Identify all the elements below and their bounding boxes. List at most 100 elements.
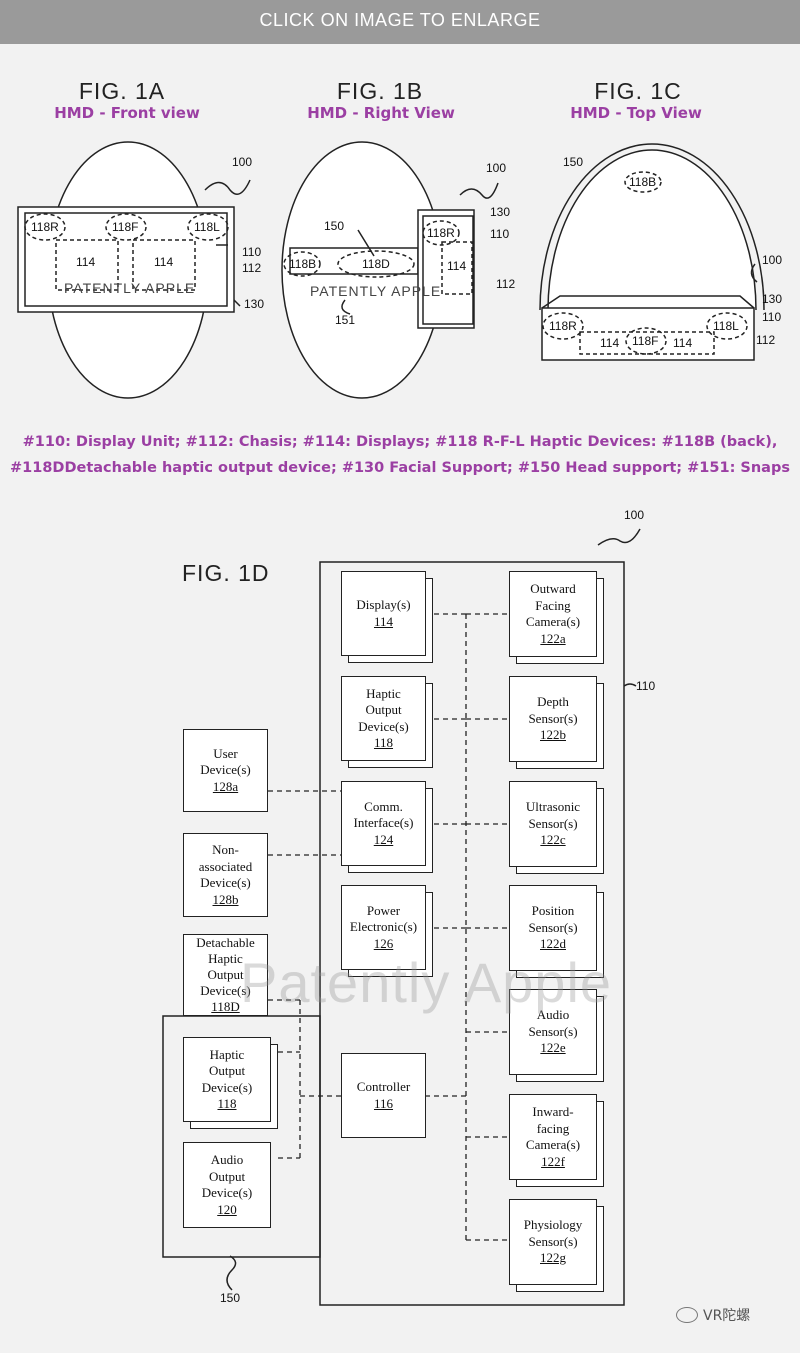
- fig1c-label-118b: 118B: [629, 175, 656, 189]
- physiology-sensor-block-label: Physiology Sensor(s): [523, 1217, 583, 1249]
- fig1d-title: FIG. 1D: [182, 560, 270, 586]
- inward-camera-block-number: 122f: [541, 1153, 565, 1169]
- comm-interface-block-number: 124: [373, 831, 394, 847]
- fig1b-label-110: 110: [490, 227, 509, 241]
- user-device-block: User Device(s) 128a: [183, 729, 268, 812]
- fig1c-label-114-left: 114: [600, 336, 619, 350]
- inward-camera-block: Inward- facing Camera(s) 122f: [509, 1094, 597, 1180]
- fig1c-title: FIG. 1C: [594, 78, 682, 104]
- display-block: Display(s) 114: [341, 571, 426, 656]
- fig1a-label-118f: 118F: [112, 220, 138, 234]
- user-device-block-label: User Device(s): [200, 745, 251, 778]
- fig1c-label-112: 112: [756, 333, 775, 347]
- fig1b-subtitle: HMD - Right View: [307, 104, 455, 122]
- depth-sensor-block-number: 122b: [540, 727, 566, 743]
- haptic-output-block-label: Haptic Output Device(s): [358, 685, 409, 734]
- detachable-haptic-block-number: 118D: [211, 999, 240, 1014]
- detachable-haptic-block: Detachable Haptic Output Device(s) 118D: [183, 934, 268, 1016]
- comm-interface-block-label: Comm. Interface(s): [353, 798, 414, 831]
- power-electronics-block-label: Power Electronic(s): [349, 902, 418, 935]
- audio-sensor-block-number: 122e: [540, 1040, 566, 1056]
- head-support-haptic-block-label: Haptic Output Device(s): [201, 1046, 253, 1095]
- fig1c-label-118l: 118L: [713, 319, 739, 333]
- audio-sensor-block-label: Audio Sensor(s): [528, 1007, 578, 1039]
- audio-output-block-number: 120: [217, 1201, 237, 1217]
- fig1c-label-110: 110: [762, 310, 781, 324]
- caption-line-2: #118DDetachable haptic output device; #1…: [10, 460, 790, 476]
- patently-apple-watermark: Patently Apple: [240, 951, 613, 1014]
- comm-interface-block: Comm. Interface(s) 124: [341, 781, 426, 866]
- fig1d-label-100: 100: [624, 508, 644, 522]
- fig1b-label-114: 114: [447, 259, 466, 273]
- non-associated-device-block-label: Non- associated Device(s): [198, 842, 253, 890]
- head-support-haptic-block: Haptic Output Device(s) 118: [183, 1037, 271, 1122]
- enlarge-banner-text: CLICK ON IMAGE TO ENLARGE: [259, 10, 541, 30]
- fig1b-label-118d: 118D: [362, 257, 390, 271]
- power-electronics-block-number: 126: [373, 935, 394, 951]
- fig1a-label-100: 100: [232, 155, 252, 169]
- fig1b-label-100: 100: [486, 161, 506, 175]
- controller-block: Controller 116: [341, 1053, 426, 1138]
- fig1b-label-151: 151: [335, 313, 355, 327]
- audio-output-block: Audio Output Device(s) 120: [183, 1142, 271, 1228]
- fig1c-label-118f: 118F: [632, 334, 658, 348]
- depth-sensor-block: Depth Sensor(s) 122b: [509, 676, 597, 762]
- ultrasonic-sensor-block: Ultrasonic Sensor(s) 122c: [509, 781, 597, 867]
- fig1c-label-118r: 118R: [549, 319, 577, 333]
- enlarge-banner[interactable]: CLICK ON IMAGE TO ENLARGE: [0, 0, 800, 44]
- head-support-haptic-block-number: 118: [217, 1096, 237, 1111]
- outward-camera-block-number: 122a: [540, 630, 566, 646]
- fig1c-label-114-right: 114: [673, 336, 692, 350]
- fig1a-label-110: 110: [242, 245, 261, 259]
- fig1c-label-130: 130: [762, 292, 782, 306]
- fig1a-label-114-left: 114: [76, 255, 95, 269]
- depth-sensor-block-label: Depth Sensor(s): [528, 694, 578, 726]
- non-associated-device-block-number: 128b: [212, 891, 239, 907]
- caption-line-1: #110: Display Unit; #112: Chasis; #114: …: [22, 434, 778, 450]
- fig1a-label-118l: 118L: [194, 220, 220, 234]
- fig1d-label-150: 150: [220, 1291, 240, 1305]
- fig1a-title: FIG. 1A: [78, 78, 166, 104]
- fig1b-title: FIG. 1B: [336, 78, 424, 104]
- fig1b-label-130: 130: [490, 205, 510, 219]
- position-sensor-block: Position Sensor(s) 122d: [509, 885, 597, 971]
- fig1d-label-110: 110: [636, 679, 655, 693]
- fig1b-label-112: 112: [496, 277, 515, 291]
- physiology-sensor-block: Physiology Sensor(s) 122g: [509, 1199, 597, 1285]
- position-sensor-block-number: 122d: [540, 936, 566, 952]
- vr-brand: VR陀螺: [676, 1305, 750, 1325]
- haptic-output-block: Haptic Output Device(s) 118: [341, 676, 426, 761]
- controller-block-number: 116: [373, 1095, 394, 1111]
- audio-sensor-block: Audio Sensor(s) 122e: [509, 989, 597, 1075]
- display-block-label: Display(s): [356, 597, 411, 612]
- outward-camera-block-label: Outward Facing Camera(s): [525, 581, 581, 629]
- wechat-icon: [676, 1307, 698, 1323]
- display-block-number: 114: [373, 613, 394, 629]
- controller-block-label: Controller: [356, 1079, 411, 1094]
- fig1a-patently-mark: PATENTLY APPLE: [64, 280, 195, 296]
- power-electronics-block: Power Electronic(s) 126: [341, 885, 426, 970]
- detachable-haptic-block-label: Detachable Haptic Output Device(s): [196, 935, 255, 998]
- ultrasonic-sensor-block-number: 122c: [540, 832, 566, 848]
- fig1b-label-150: 150: [324, 219, 344, 233]
- fig1b-label-118b: 118B: [289, 257, 316, 271]
- fig1a-subtitle: HMD - Front view: [54, 104, 200, 122]
- outward-camera-block: Outward Facing Camera(s) 122a: [509, 571, 597, 657]
- fig1b-label-118r: 118R: [427, 226, 455, 240]
- fig1c-label-100: 100: [762, 253, 782, 267]
- fig1a-label-130: 130: [244, 297, 264, 311]
- inward-camera-block-label: Inward- facing Camera(s): [525, 1104, 581, 1152]
- physiology-sensor-block-number: 122g: [540, 1250, 566, 1266]
- vr-brand-text: VR陀螺: [703, 1308, 751, 1324]
- non-associated-device-block: Non- associated Device(s) 128b: [183, 833, 268, 917]
- fig1a-label-112: 112: [242, 261, 261, 275]
- audio-output-block-label: Audio Output Device(s): [201, 1152, 253, 1200]
- top-figures-drawing: 100 118R 118F 118L 114 114 PATENTLY APPL…: [17, 141, 782, 399]
- fig1c-subtitle: HMD - Top View: [570, 104, 702, 122]
- position-sensor-block-label: Position Sensor(s): [528, 903, 578, 935]
- fig1b-patently-mark: PATENTLY APPLE: [310, 283, 441, 299]
- fig1c-label-150: 150: [563, 155, 583, 169]
- fig1a-label-118r: 118R: [31, 220, 59, 234]
- ultrasonic-sensor-block-label: Ultrasonic Sensor(s): [525, 799, 581, 831]
